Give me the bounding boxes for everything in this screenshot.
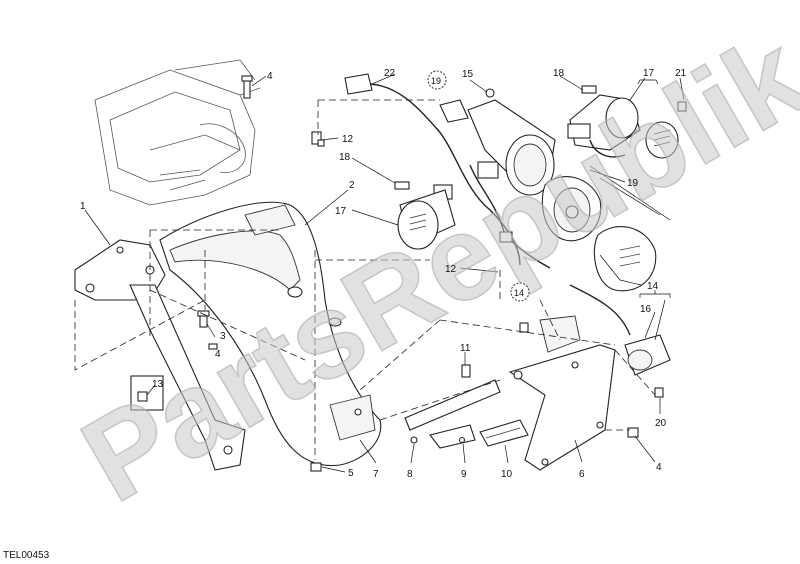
callout-12-top: 12 xyxy=(342,134,354,145)
callout-1: 1 xyxy=(80,201,86,212)
callout-13: 13 xyxy=(152,379,164,390)
callout-4-top: 4 xyxy=(267,71,273,82)
small-hardware-left xyxy=(197,75,322,472)
license-plate-light xyxy=(569,284,671,376)
callout-22: 22 xyxy=(384,68,396,79)
callout-4-left: 4 xyxy=(215,349,221,360)
callout-numbers: 1 2 3 4 4 4 5 6 7 8 9 10 11 12 12 13 14 … xyxy=(80,68,687,480)
callout-5: 5 xyxy=(348,468,354,479)
callout-17-left: 17 xyxy=(335,206,347,217)
wiring-harness xyxy=(344,73,551,269)
callout-15: 15 xyxy=(462,69,474,80)
callout-14: 14 xyxy=(647,281,659,292)
grommet-detail-box xyxy=(130,375,164,411)
license-plate-holder xyxy=(508,315,616,471)
callout-6: 6 xyxy=(579,469,585,480)
circled-callout-19: 19 xyxy=(431,76,441,86)
rear-mudguard xyxy=(159,201,382,467)
circled-callout-14: 14 xyxy=(514,288,524,298)
diagram-code: TEL00453 xyxy=(3,550,50,561)
callout-10: 10 xyxy=(501,469,513,480)
callout-19: 19 xyxy=(627,178,639,189)
rear-bracket xyxy=(74,239,246,471)
assembly-dashed-lines xyxy=(74,99,656,460)
reflector-and-bracket xyxy=(317,139,664,449)
rear-subframe-outline xyxy=(94,59,261,206)
callout-21: 21 xyxy=(675,68,687,79)
callout-18-left: 18 xyxy=(339,152,351,163)
callout-9: 9 xyxy=(461,469,467,480)
callout-3: 3 xyxy=(220,331,226,342)
callout-11: 11 xyxy=(460,343,471,354)
callout-2: 2 xyxy=(349,180,355,191)
callout-20: 20 xyxy=(655,418,667,429)
callout-18-right: 18 xyxy=(553,68,565,79)
callout-12-mid: 12 xyxy=(445,264,457,275)
group-bracket-14 xyxy=(639,290,671,298)
gear-badge-14 xyxy=(510,282,530,302)
callout-8: 8 xyxy=(407,469,413,480)
callout-7: 7 xyxy=(373,469,379,480)
circled-callouts: 19 14 xyxy=(427,70,530,302)
callout-leader-lines xyxy=(84,73,685,473)
gear-badge-19 xyxy=(427,70,447,90)
callout-4-right: 4 xyxy=(656,462,662,473)
callout-17-right: 17 xyxy=(643,68,655,79)
callout-16: 16 xyxy=(640,304,652,315)
group-bracket-17 xyxy=(637,79,659,85)
tail-light-assembly xyxy=(439,88,657,292)
